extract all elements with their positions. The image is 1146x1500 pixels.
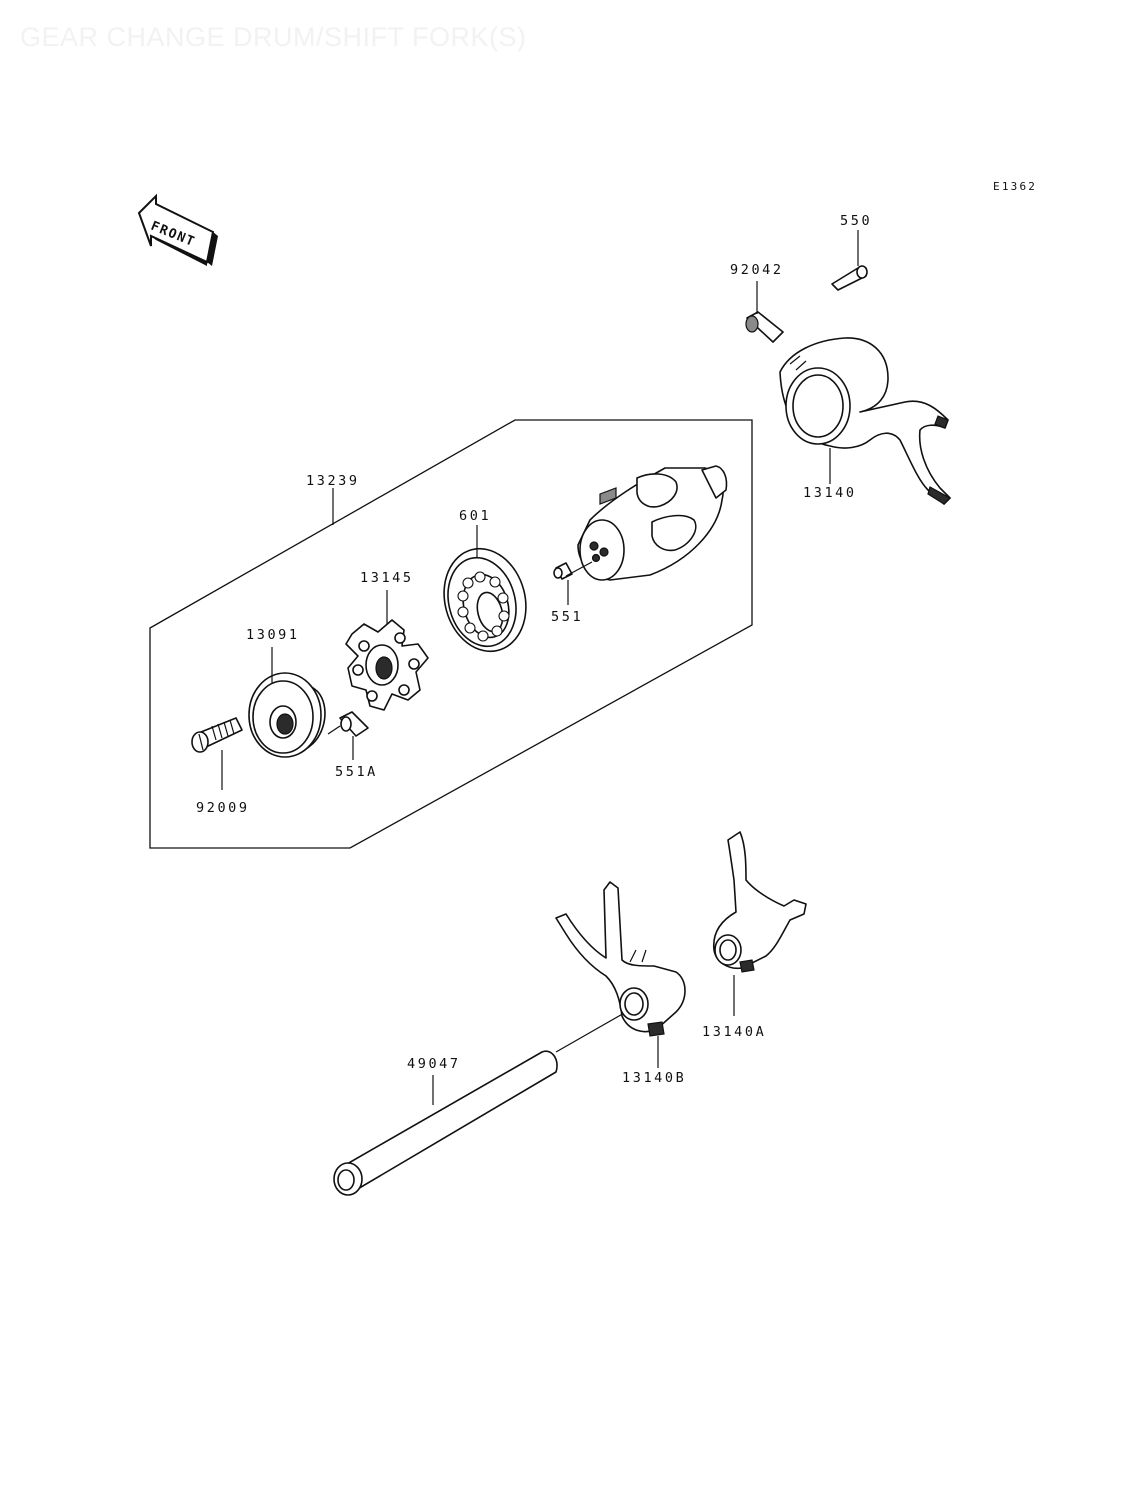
shift-fork-13140 [779,337,951,505]
pin-551A [339,711,369,737]
pin-92042 [745,311,784,343]
label-13140A: 13140A [702,1024,766,1040]
label-49047: 49047 [407,1056,461,1072]
plate-13091 [248,672,326,758]
shift-fork-13140A [712,831,807,973]
diagram-code: E1362 [993,180,1037,193]
label-550: 550 [840,213,872,229]
label-551A: 551A [335,764,378,780]
bearing-601 [443,547,527,653]
page-title: GEAR CHANGE DRUM/SHIFT FORK(S) [20,22,527,52]
label-13140B: 13140B [622,1070,686,1086]
clip-550 [831,265,868,291]
star-plate-13145 [345,619,429,711]
pin-551 [553,562,573,580]
gear-change-drum [577,465,728,581]
label-13140: 13140 [803,485,857,501]
shaft-49047 [333,1050,558,1196]
screw-92009 [191,717,243,753]
label-13145: 13145 [360,570,414,586]
assembly-outline [149,419,753,849]
label-92009: 92009 [196,800,250,816]
shift-fork-13140B [555,881,686,1037]
label-13091: 13091 [246,627,300,643]
label-551: 551 [551,609,583,625]
label-92042: 92042 [730,262,784,278]
label-601: 601 [459,508,491,524]
front-arrow-icon: FRONT [137,193,218,266]
label-13239: 13239 [306,473,360,489]
